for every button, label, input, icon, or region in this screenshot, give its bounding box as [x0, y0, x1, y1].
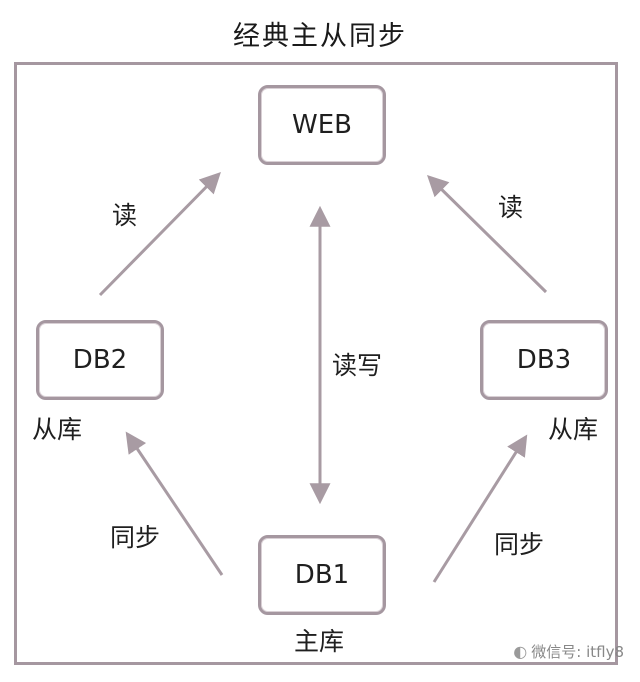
- wechat-icon: ◐: [513, 642, 528, 661]
- arrow-db1-to-db3: [432, 434, 528, 583]
- read-write-label: 读写: [332, 351, 383, 380]
- db2-node: DB2: [36, 320, 164, 400]
- db3-role-label: 从库: [548, 415, 599, 444]
- db1-node: DB1: [258, 535, 386, 615]
- arrow-db1-to-db2: [125, 431, 224, 576]
- diagram-title: 经典主从同步: [233, 21, 407, 52]
- read-right-label: 读: [498, 193, 524, 222]
- web-node-label: WEB: [292, 110, 352, 140]
- db2-node-label: DB2: [72, 345, 128, 375]
- db1-role-label: 主库: [294, 627, 345, 656]
- web-node: WEB: [258, 85, 386, 165]
- read-left-label: 读: [112, 201, 138, 230]
- sync-left-label: 同步: [110, 523, 161, 552]
- db3-node: DB3: [480, 320, 608, 400]
- db3-node-label: DB3: [516, 345, 572, 375]
- watermark-text: 微信号: itfly8: [531, 643, 624, 661]
- db2-role-label: 从库: [32, 415, 83, 444]
- db1-node-label: DB1: [294, 560, 350, 590]
- arrow-db2-to-web: [98, 172, 221, 297]
- sync-right-label: 同步: [494, 530, 545, 559]
- watermark: ◐ 微信号: itfly8: [513, 641, 624, 662]
- arrow-db3-to-web: [427, 175, 548, 294]
- diagram-frame: [14, 62, 618, 665]
